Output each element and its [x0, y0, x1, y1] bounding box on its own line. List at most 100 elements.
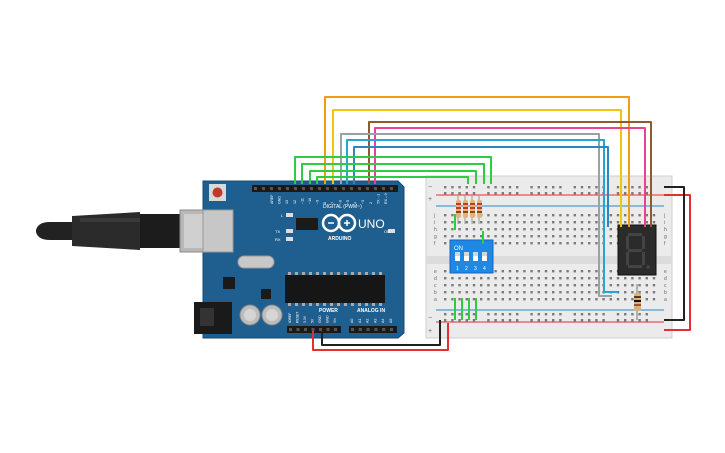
breadboard-hole[interactable] [523, 284, 526, 287]
header-hole[interactable] [289, 328, 292, 331]
breadboard-hole[interactable] [451, 214, 454, 217]
breadboard-hole[interactable] [652, 221, 656, 224]
breadboard-hole[interactable] [465, 228, 468, 231]
breadboard-hole[interactable] [465, 298, 468, 301]
breadboard-hole[interactable] [624, 186, 627, 189]
breadboard-hole[interactable] [516, 192, 519, 195]
breadboard-hole[interactable] [508, 284, 512, 287]
breadboard-hole[interactable] [516, 214, 519, 217]
breadboard-hole[interactable] [588, 270, 591, 273]
breadboard-hole[interactable] [544, 277, 548, 280]
header-hole[interactable] [304, 328, 307, 331]
dip-toggle-3[interactable] [473, 252, 478, 261]
breadboard-hole[interactable] [494, 228, 497, 231]
breadboard-hole[interactable] [580, 214, 584, 217]
breadboard-hole[interactable] [501, 235, 504, 238]
breadboard-hole[interactable] [501, 242, 504, 245]
breadboard-hole[interactable] [624, 319, 627, 322]
header-hole[interactable] [366, 328, 370, 331]
breadboard-hole[interactable] [544, 228, 548, 231]
header-hole[interactable] [296, 328, 300, 331]
header-hole[interactable] [366, 187, 369, 190]
breadboard-hole[interactable] [501, 228, 504, 231]
breadboard-hole[interactable] [573, 235, 576, 238]
breadboard-hole[interactable] [645, 192, 648, 195]
breadboard-hole[interactable] [508, 242, 512, 245]
breadboard-hole[interactable] [624, 214, 627, 217]
breadboard-hole[interactable] [501, 319, 504, 322]
breadboard-hole[interactable] [451, 298, 454, 301]
breadboard-hole[interactable] [516, 186, 519, 189]
breadboard-hole[interactable] [494, 277, 497, 280]
breadboard-hole[interactable] [638, 291, 641, 294]
breadboard-hole[interactable] [566, 270, 569, 273]
breadboard-hole[interactable] [638, 214, 641, 217]
breadboard-hole[interactable] [580, 313, 584, 316]
breadboard-hole[interactable] [559, 221, 562, 224]
breadboard-hole[interactable] [458, 284, 461, 287]
breadboard-hole[interactable] [595, 298, 598, 301]
breadboard-hole[interactable] [573, 277, 576, 280]
breadboard-hole[interactable] [609, 242, 612, 245]
reset-button-cap[interactable] [212, 187, 223, 198]
breadboard-hole[interactable] [573, 291, 576, 294]
breadboard-hole[interactable] [501, 221, 504, 224]
breadboard-hole[interactable] [494, 319, 497, 322]
breadboard-hole[interactable] [616, 277, 620, 280]
breadboard-hole[interactable] [580, 284, 584, 287]
breadboard-hole[interactable] [458, 298, 461, 301]
breadboard-hole[interactable] [552, 235, 555, 238]
breadboard-hole[interactable] [559, 214, 562, 217]
breadboard-hole[interactable] [609, 270, 612, 273]
breadboard-hole[interactable] [451, 228, 454, 231]
breadboard-hole[interactable] [638, 192, 641, 195]
breadboard-hole[interactable] [465, 284, 468, 287]
breadboard-hole[interactable] [458, 228, 461, 231]
breadboard-hole[interactable] [580, 270, 584, 273]
breadboard-hole[interactable] [645, 291, 648, 294]
breadboard-hole[interactable] [588, 277, 591, 280]
breadboard-hole[interactable] [501, 214, 504, 217]
breadboard-hole[interactable] [652, 277, 656, 280]
breadboard-hole[interactable] [444, 313, 447, 316]
breadboard-hole[interactable] [537, 228, 540, 231]
breadboard-hole[interactable] [530, 291, 533, 294]
breadboard-hole[interactable] [501, 277, 504, 280]
breadboard-hole[interactable] [523, 242, 526, 245]
breadboard-hole[interactable] [494, 242, 497, 245]
breadboard-hole[interactable] [566, 214, 569, 217]
breadboard-hole[interactable] [573, 221, 576, 224]
breadboard-hole[interactable] [566, 235, 569, 238]
breadboard-hole[interactable] [494, 270, 497, 273]
breadboard-hole[interactable] [537, 186, 540, 189]
breadboard-hole[interactable] [480, 291, 483, 294]
breadboard-hole[interactable] [487, 214, 490, 217]
breadboard-hole[interactable] [472, 277, 476, 280]
breadboard-hole[interactable] [444, 298, 447, 301]
breadboard-hole[interactable] [588, 221, 591, 224]
breadboard-hole[interactable] [645, 284, 648, 287]
breadboard-hole[interactable] [595, 319, 598, 322]
breadboard-hole[interactable] [494, 186, 497, 189]
breadboard-hole[interactable] [652, 284, 656, 287]
breadboard-hole[interactable] [580, 228, 584, 231]
breadboard-hole[interactable] [544, 313, 548, 316]
breadboard-hole[interactable] [595, 291, 598, 294]
breadboard-hole[interactable] [501, 284, 504, 287]
breadboard-hole[interactable] [645, 221, 648, 224]
breadboard-hole[interactable] [508, 221, 512, 224]
header-hole[interactable] [302, 187, 305, 190]
breadboard-hole[interactable] [530, 298, 533, 301]
breadboard-hole[interactable] [508, 298, 512, 301]
breadboard-hole[interactable] [552, 192, 555, 195]
breadboard-hole[interactable] [537, 235, 540, 238]
breadboard-hole[interactable] [609, 228, 612, 231]
header-hole[interactable] [374, 187, 377, 190]
breadboard-hole[interactable] [559, 186, 562, 189]
breadboard-hole[interactable] [652, 298, 656, 301]
breadboard-hole[interactable] [508, 270, 512, 273]
breadboard-hole[interactable] [444, 291, 447, 294]
breadboard-hole[interactable] [638, 319, 641, 322]
header-hole[interactable] [310, 187, 313, 190]
breadboard-hole[interactable] [544, 284, 548, 287]
